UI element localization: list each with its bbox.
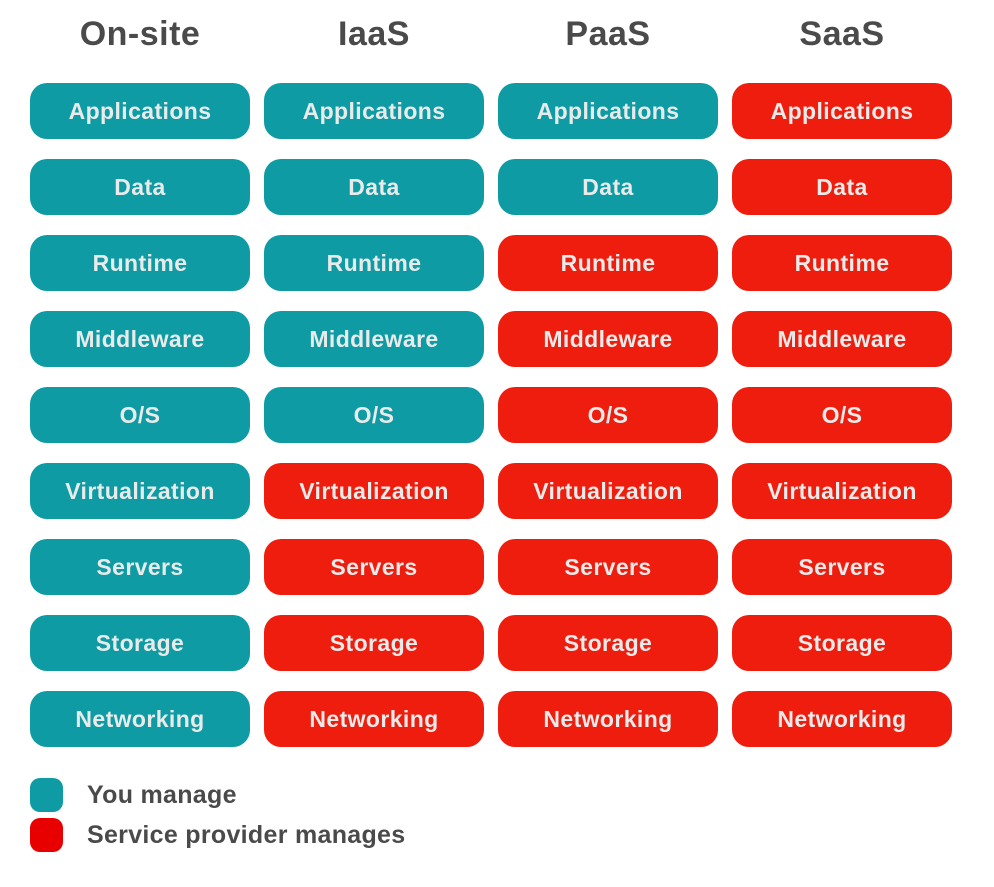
pill-iaas-networking: Networking <box>264 691 484 747</box>
pill-on-site-o-s: O/S <box>30 387 250 443</box>
pill-on-site-storage: Storage <box>30 615 250 671</box>
pill-saas-applications: Applications <box>732 83 952 139</box>
pill-paas-runtime: Runtime <box>498 235 718 291</box>
column-header-paas: PaaS <box>565 15 651 53</box>
pill-iaas-middleware: Middleware <box>264 311 484 367</box>
you-manage-swatch <box>30 778 63 812</box>
pill-paas-virtualization: Virtualization <box>498 463 718 519</box>
provider-manages-label: Service provider manages <box>87 820 406 849</box>
pill-on-site-middleware: Middleware <box>30 311 250 367</box>
pill-iaas-runtime: Runtime <box>264 235 484 291</box>
pill-iaas-applications: Applications <box>264 83 484 139</box>
pill-paas-data: Data <box>498 159 718 215</box>
pill-on-site-data: Data <box>30 159 250 215</box>
pill-paas-networking: Networking <box>498 691 718 747</box>
pill-iaas-o-s: O/S <box>264 387 484 443</box>
pill-paas-storage: Storage <box>498 615 718 671</box>
pill-on-site-networking: Networking <box>30 691 250 747</box>
legend-item-provider-manages: Service provider manages <box>30 818 994 852</box>
pill-saas-data: Data <box>732 159 952 215</box>
pill-saas-servers: Servers <box>732 539 952 595</box>
pill-saas-networking: Networking <box>732 691 952 747</box>
pill-paas-middleware: Middleware <box>498 311 718 367</box>
pill-saas-o-s: O/S <box>732 387 952 443</box>
legend-item-you-manage: You manage <box>30 778 994 812</box>
legend: You manage Service provider manages <box>30 778 994 852</box>
pill-saas-runtime: Runtime <box>732 235 952 291</box>
column-header-on-site: On-site <box>79 15 201 53</box>
pill-on-site-runtime: Runtime <box>30 235 250 291</box>
pill-iaas-storage: Storage <box>264 615 484 671</box>
pill-iaas-data: Data <box>264 159 484 215</box>
pill-saas-storage: Storage <box>732 615 952 671</box>
pill-iaas-virtualization: Virtualization <box>264 463 484 519</box>
provider-manages-swatch <box>30 818 63 852</box>
pill-paas-servers: Servers <box>498 539 718 595</box>
column-header-saas: SaaS <box>799 15 885 53</box>
pill-on-site-servers: Servers <box>30 539 250 595</box>
pill-paas-applications: Applications <box>498 83 718 139</box>
pill-saas-virtualization: Virtualization <box>732 463 952 519</box>
column-header-iaas: IaaS <box>338 15 410 53</box>
pill-on-site-virtualization: Virtualization <box>30 463 250 519</box>
pill-iaas-servers: Servers <box>264 539 484 595</box>
pill-on-site-applications: Applications <box>30 83 250 139</box>
pill-saas-middleware: Middleware <box>732 311 952 367</box>
pill-paas-o-s: O/S <box>498 387 718 443</box>
you-manage-label: You manage <box>87 780 237 809</box>
